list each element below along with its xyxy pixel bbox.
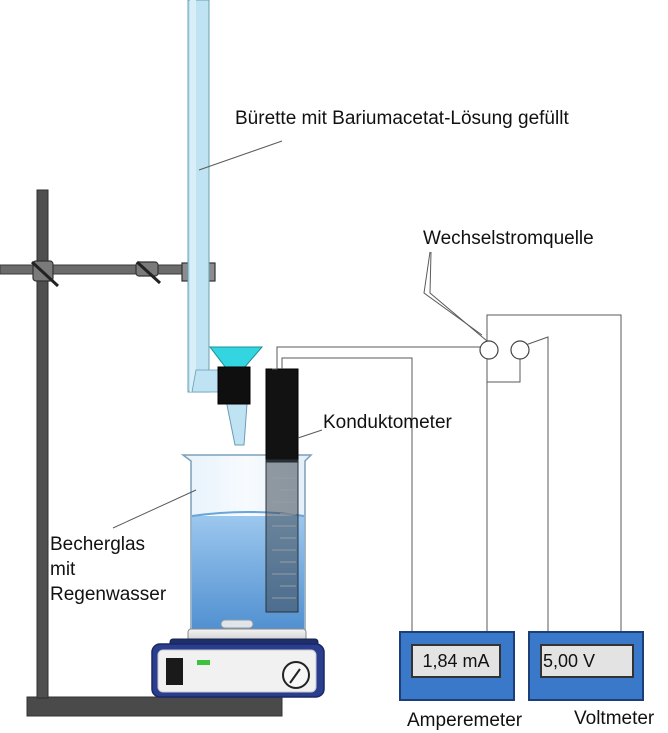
leader-source-a [423, 251, 483, 336]
voltmeter [528, 631, 644, 701]
label-power-source: Wechselstromquelle [423, 228, 594, 249]
burette [187, 0, 264, 446]
label-conductometer: Konduktometer [323, 412, 452, 433]
ac-source-terminals [479, 340, 530, 360]
label-ammeter: Amperemeter [407, 710, 523, 731]
voltmeter-display [540, 644, 634, 678]
leader-source-b [429, 251, 488, 342]
label-beaker-line2: mit [50, 559, 76, 580]
clamp-screw-right [135, 260, 162, 285]
wire-source-top [486, 314, 622, 632]
burette-stopcock [217, 366, 251, 405]
ammeter-display [411, 644, 501, 678]
wire-source-right [519, 336, 549, 632]
terminal-right [510, 340, 530, 360]
dial-knob-indicator [289, 668, 301, 684]
wire-probe-to-ammeter [281, 357, 413, 632]
clamp-arm [0, 260, 216, 288]
wire-source-loop [487, 355, 521, 383]
stir-bar [220, 619, 254, 629]
burette-funnel [208, 346, 264, 369]
ammeter-reading: 1,84 mA [422, 651, 490, 671]
leader-conductometer [297, 429, 323, 439]
burette-tube-shade [190, 0, 196, 392]
stand-rod [36, 189, 49, 699]
clamp-screw-left [30, 260, 60, 288]
label-burette: Bürette mit Bariumacetat-Lösung gefüllt [235, 108, 569, 129]
magnetic-stirrer [151, 619, 325, 698]
label-beaker-line3: Regenwasser [50, 584, 167, 605]
probe-body [265, 368, 299, 463]
voltmeter-reading: 5,00 V [543, 651, 596, 671]
wire-probe-to-source [272, 346, 487, 370]
burette-neck [191, 369, 221, 393]
wiring [112, 140, 622, 632]
label-voltmeter: Voltmeter [574, 708, 655, 729]
lab-stand [26, 189, 283, 717]
leader-beaker [112, 489, 197, 529]
conductometer-probe [265, 368, 299, 613]
label-beaker-line1: Becherglas [50, 534, 146, 555]
stirrer-switch [166, 658, 183, 685]
stand-base [26, 696, 283, 717]
probe-submerged [265, 459, 299, 613]
terminal-left [479, 340, 499, 360]
stirrer-indicator [197, 660, 210, 665]
ammeter [399, 631, 515, 701]
leader-burette [198, 140, 283, 171]
